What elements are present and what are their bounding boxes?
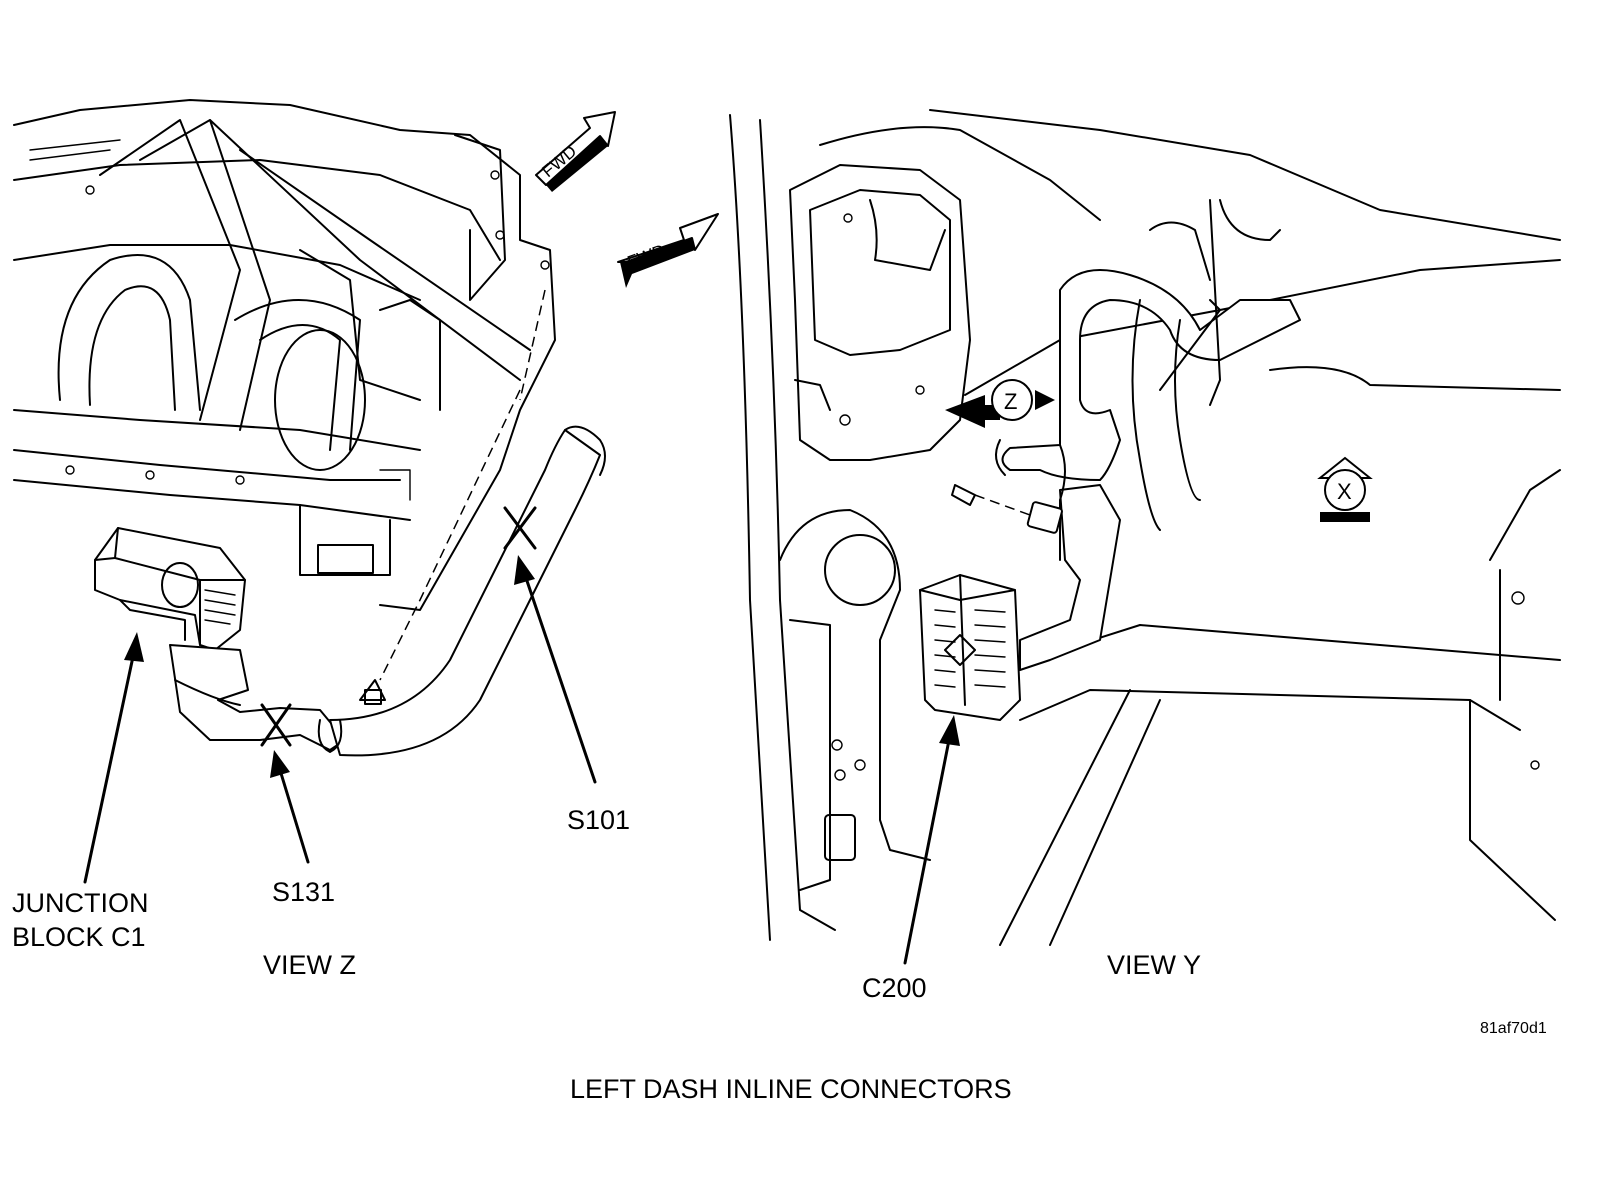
leader-c200 [903,715,960,965]
view-z-illustration [13,99,606,757]
svg-text:Z: Z [1004,389,1017,414]
splice-x-icon-s101 [503,506,537,550]
s131-label: S131 [272,877,336,907]
junction-block-label-line1: JUNCTION [12,888,149,918]
fwd-arrow-icon: FWD [617,213,719,288]
svg-text:X: X [1337,479,1352,504]
leader-s131 [270,750,310,864]
fwd-arrow-icon: FWD [535,111,616,192]
junction-block-label-line2: BLOCK C1 [12,922,146,952]
view-z-caption: VIEW Z [263,950,356,980]
s101-label: S101 [567,805,631,835]
leader-junction-block [83,632,144,884]
splice-x-icon-s131 [260,703,292,747]
view-y-caption: VIEW Y [1107,950,1202,980]
view-y-illustration [729,109,1561,946]
diagram-title: LEFT DASH INLINE CONNECTORS [570,1074,1012,1104]
leader-s101 [514,555,597,784]
figure-id: 81af70d1 [1480,1020,1547,1037]
c200-label: C200 [862,973,927,1003]
view-x-marker-icon: X [1317,456,1373,522]
view-z-marker-icon: Z [945,379,1055,428]
